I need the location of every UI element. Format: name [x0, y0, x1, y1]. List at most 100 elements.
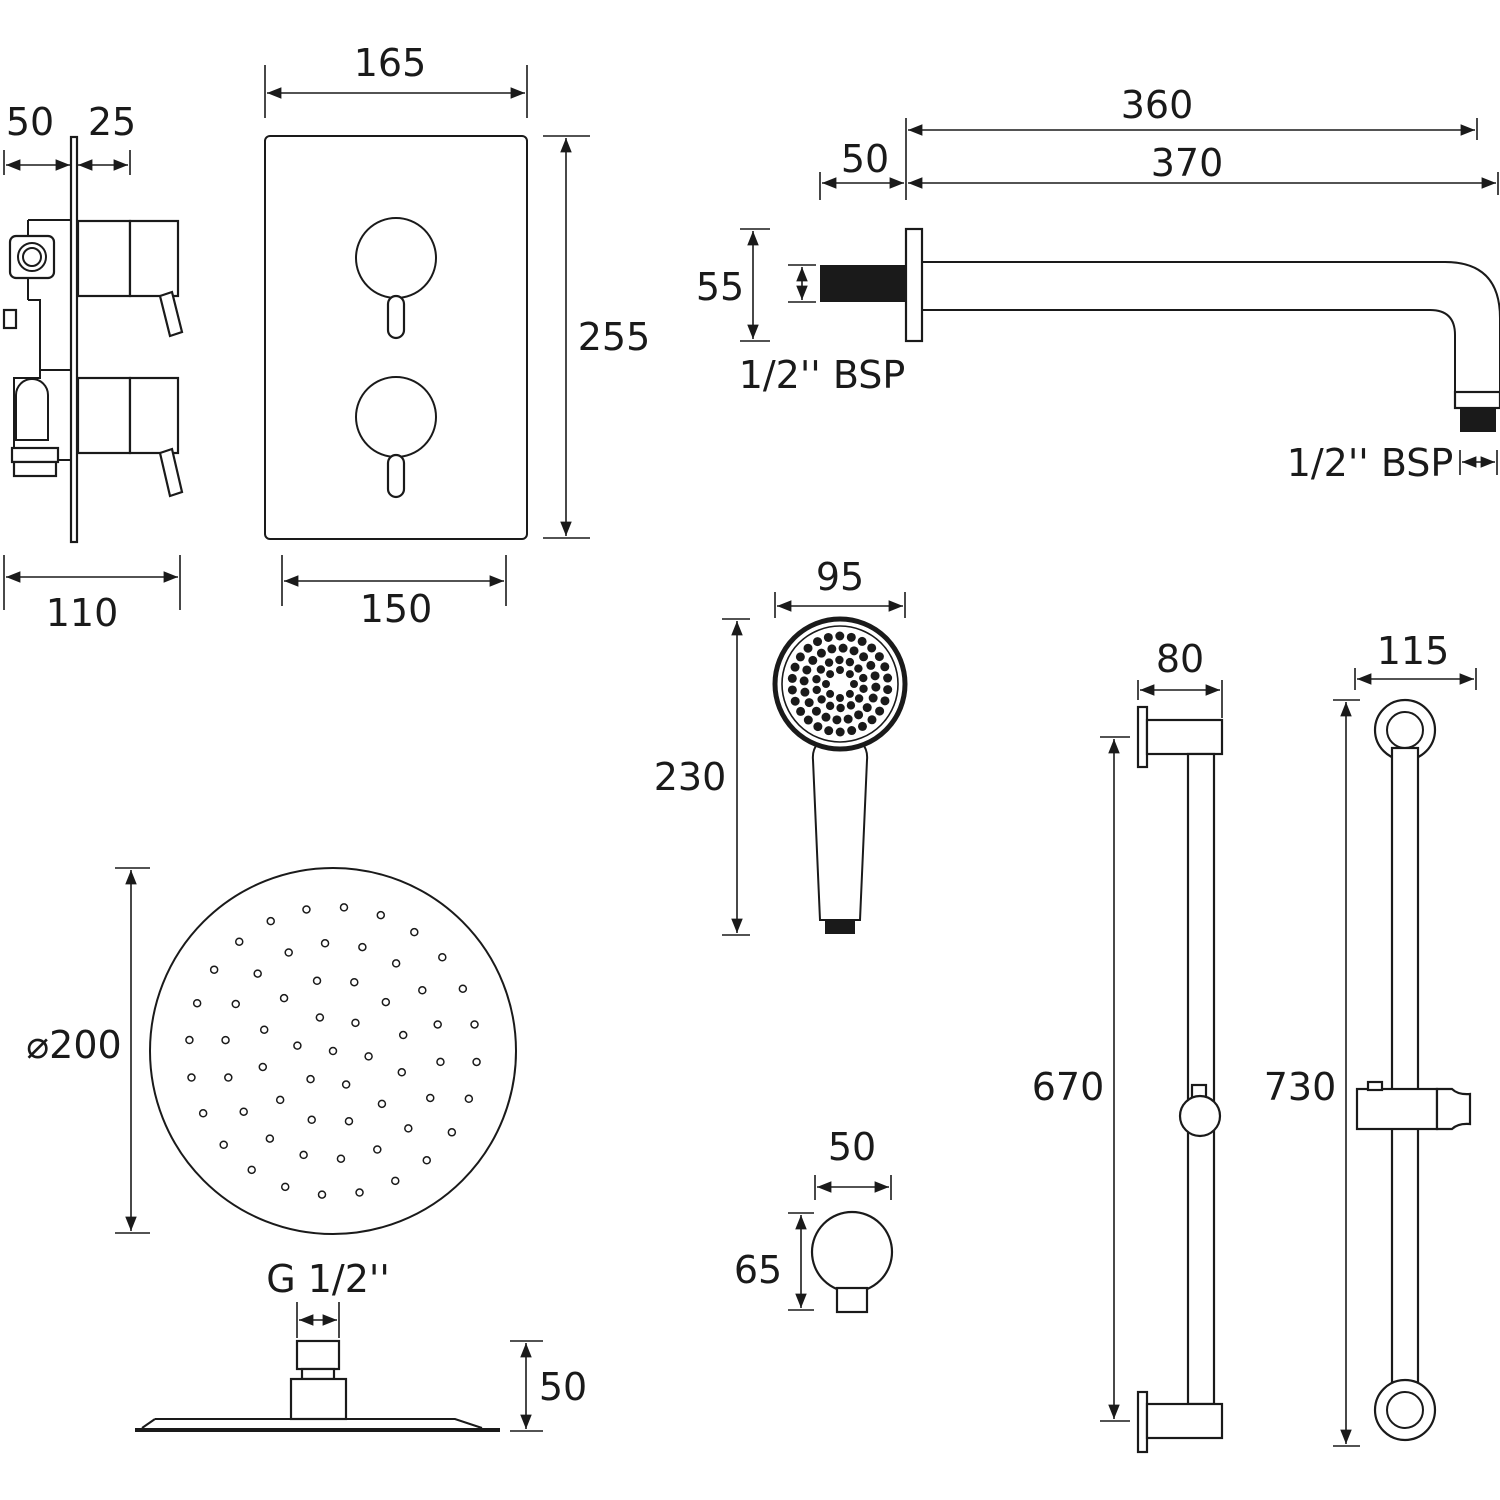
arm-outlet-thread-label: 1/2'' BSP	[1287, 441, 1454, 485]
handset-nozzle	[790, 696, 800, 706]
handset-nozzle	[835, 655, 844, 665]
outlet-width-label: 50	[828, 1125, 876, 1169]
handset-nozzle	[880, 662, 890, 672]
handset-nozzle	[875, 706, 885, 716]
overhead-nozzle	[265, 1134, 275, 1143]
overhead-nozzle	[224, 1073, 233, 1082]
overhead-nozzle	[293, 1041, 302, 1050]
plate-width-label: 165	[354, 41, 427, 85]
overhead-nozzle	[472, 1057, 481, 1067]
handset-nozzle	[827, 644, 837, 654]
overhead-connection-label: G 1/2''	[266, 1257, 390, 1301]
overhead-nozzle	[425, 1093, 435, 1103]
overhead-nozzle	[391, 1176, 400, 1186]
handset-nozzle	[811, 706, 821, 716]
riser-rail-80	[1136, 705, 1224, 1454]
overhead-nozzle	[259, 1025, 269, 1034]
handset-nozzle	[800, 687, 810, 697]
handset-nozzle	[849, 646, 859, 656]
overhead-nozzle	[404, 1124, 413, 1133]
overhead-nozzle	[317, 1190, 327, 1199]
rail115-length-label: 730	[1264, 1065, 1337, 1109]
overhead-nozzle	[350, 977, 359, 987]
handset-nozzle	[823, 632, 833, 642]
handset-nozzle	[836, 666, 844, 674]
overhead-nozzle	[397, 1068, 407, 1077]
overhead-nozzle	[328, 1046, 338, 1056]
valve-depth-front-label: 25	[88, 100, 136, 144]
handset-nozzle	[845, 657, 855, 667]
valve-depth-back-label: 50	[6, 100, 54, 144]
overhead-nozzle	[258, 1062, 268, 1072]
handset-nozzle	[816, 648, 826, 658]
valve-total-depth-label: 110	[46, 591, 119, 635]
overhead-nozzle	[280, 1182, 290, 1192]
handset-nozzle	[867, 643, 877, 653]
overhead-nozzle	[253, 969, 262, 978]
overhead-nozzle	[187, 1073, 196, 1082]
overhead-shower-side	[135, 1339, 500, 1432]
handset-nozzle	[787, 685, 797, 695]
overhead-nozzle	[302, 905, 311, 914]
overhead-nozzle	[234, 937, 244, 946]
handset-nozzle	[854, 694, 864, 703]
rail80-length-label: 670	[1032, 1065, 1105, 1109]
overhead-nozzle	[266, 916, 275, 926]
wall-outlet	[810, 1210, 894, 1314]
overhead-nozzle	[344, 1116, 354, 1126]
handset-nozzle	[821, 712, 831, 722]
handset-nozzle	[799, 676, 809, 686]
handset-nozzle	[867, 715, 877, 725]
handset-nozzle	[835, 631, 845, 641]
handset-nozzle	[880, 696, 890, 706]
handset-nozzle	[870, 671, 880, 681]
handset-nozzle	[846, 632, 856, 642]
handset-nozzle	[817, 695, 826, 704]
handset-nozzle	[836, 703, 845, 713]
overhead-nozzle	[458, 984, 468, 993]
handset-nozzle	[857, 721, 867, 731]
overhead-nozzle	[275, 1095, 285, 1105]
overhead-nozzle	[221, 1035, 230, 1045]
handset-nozzle	[854, 664, 863, 673]
handset-nozzle	[812, 675, 821, 684]
handset-nozzle	[835, 727, 845, 737]
overhead-nozzle	[433, 1020, 442, 1029]
rail115-projection-label: 115	[1377, 629, 1450, 673]
handset	[772, 616, 908, 934]
overhead-nozzle	[364, 1052, 373, 1061]
handset-nozzle	[857, 636, 867, 646]
overhead-nozzle	[436, 1057, 445, 1067]
shower-arm	[820, 227, 1500, 432]
arm-length-b-label: 370	[1151, 141, 1224, 185]
rail80-projection-label: 80	[1156, 637, 1204, 681]
handset-nozzle	[787, 673, 797, 683]
overhead-nozzle	[464, 1094, 474, 1104]
handset-nozzle	[871, 682, 881, 692]
handset-length-label: 230	[654, 755, 727, 799]
overhead-nozzle	[373, 1145, 382, 1154]
handset-nozzle	[838, 643, 848, 653]
handset-nozzle	[803, 715, 813, 725]
arm-length-a-label: 360	[1121, 83, 1194, 127]
handset-nozzle	[802, 665, 812, 675]
overhead-nozzle	[410, 927, 419, 937]
valve-plate-front	[264, 135, 528, 540]
handset-nozzle	[824, 658, 834, 667]
outlet-height-label: 65	[734, 1248, 782, 1292]
handset-nozzle	[812, 685, 821, 695]
handset-nozzle	[796, 706, 806, 716]
overhead-nozzle	[307, 1115, 316, 1125]
overhead-nozzle	[336, 1154, 346, 1163]
handset-nozzle	[813, 722, 823, 732]
overhead-nozzle	[247, 1165, 256, 1175]
overhead-nozzle	[358, 942, 367, 952]
handset-nozzle	[854, 710, 864, 720]
overhead-nozzle	[284, 948, 293, 957]
handset-nozzle	[850, 680, 858, 688]
handset-nozzle	[795, 652, 805, 662]
handset-nozzle	[825, 701, 835, 711]
handset-nozzle	[813, 637, 823, 647]
overhead-shower-top	[149, 867, 517, 1235]
